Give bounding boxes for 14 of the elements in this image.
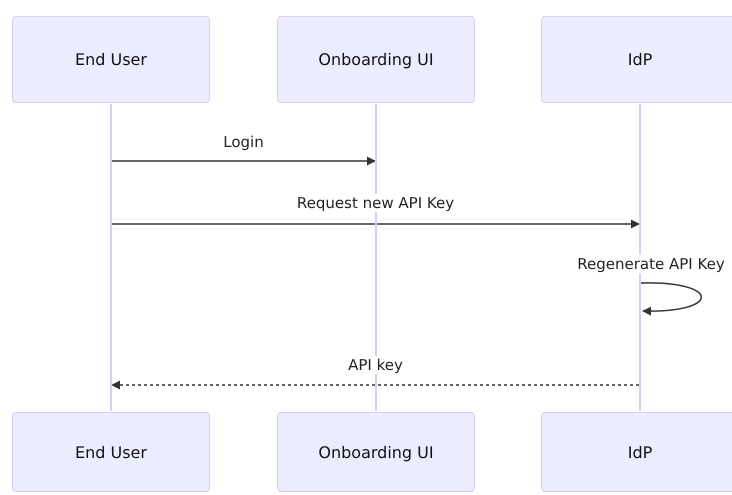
lifeline	[110, 104, 112, 411]
participant-box: IdP	[541, 16, 732, 103]
edge-label: API key	[346, 356, 405, 374]
message-arrow	[111, 380, 639, 390]
lifeline	[639, 104, 641, 411]
participant-box: End User	[12, 412, 210, 492]
message-arrow	[112, 220, 640, 228]
message-arrow	[112, 156, 376, 166]
participant-box: End User	[12, 16, 210, 103]
participant-box: IdP	[541, 412, 732, 492]
message-arrow	[641, 282, 702, 316]
participant-box: Onboarding UI	[277, 16, 475, 103]
participant-box: Onboarding UI	[277, 412, 475, 492]
lifeline	[375, 104, 377, 411]
